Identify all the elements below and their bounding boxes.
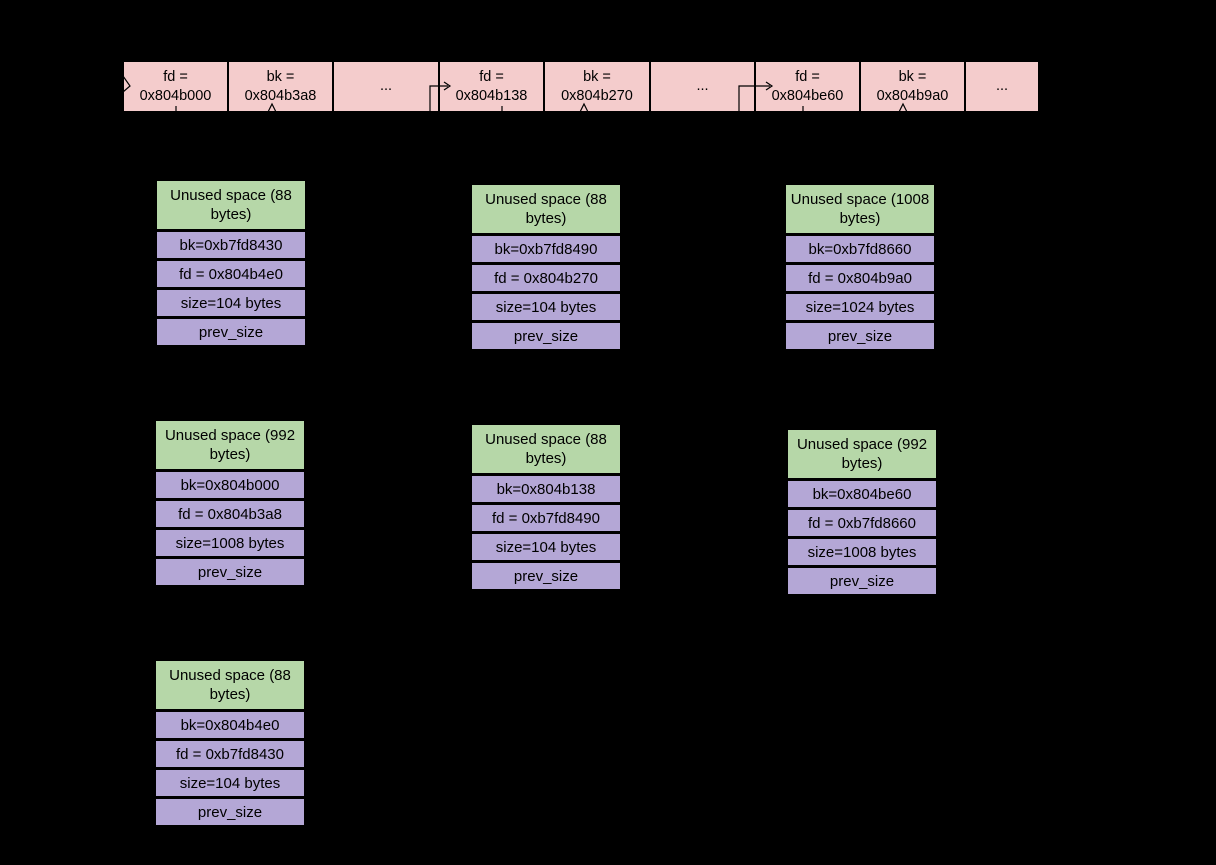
bin-cell-3: fd = 0x804b138	[439, 61, 544, 112]
chunk-size: size=104 bytes	[156, 289, 306, 317]
chunk-1: Unused space (88 bytes) bk=0xb7fd8490 fd…	[471, 184, 621, 351]
bin-cell-label: ...	[379, 78, 393, 94]
chunk-bk: bk=0xb7fd8490	[471, 235, 621, 263]
chunk-prev-size: prev_size	[471, 322, 621, 350]
chunk-unused-space: Unused space (88 bytes)	[155, 660, 305, 710]
chunk-5: Unused space (992 bytes) bk=0x804be60 fd…	[787, 429, 937, 596]
chunk-bk: bk=0x804be60	[787, 480, 937, 508]
bin-cell-value: 0x804b9a0	[876, 87, 949, 104]
chunk-prev-size: prev_size	[471, 562, 621, 590]
chunk-prev-size: prev_size	[155, 558, 305, 586]
chunk-prev-size: prev_size	[785, 322, 935, 350]
chunk-unused-space: Unused space (88 bytes)	[471, 184, 621, 234]
chunk-size: size=1008 bytes	[787, 538, 937, 566]
chunk-0: Unused space (88 bytes) bk=0xb7fd8430 fd…	[156, 180, 306, 347]
bin-cell-label: fd =	[795, 68, 820, 85]
chunk-prev-size: prev_size	[155, 798, 305, 826]
bin-cell-6: fd = 0x804be60	[755, 61, 860, 112]
chunk-fd: fd = 0xb7fd8430	[155, 740, 305, 768]
bin-cell-7: bk = 0x804b9a0	[860, 61, 965, 112]
chunk-bk: bk=0x804b138	[471, 475, 621, 503]
bin-cell-label: bk =	[583, 68, 611, 85]
bin-cell-label: ...	[995, 78, 1009, 94]
bin-cell-4: bk = 0x804b270	[544, 61, 650, 112]
bin-cell-2: ...	[333, 61, 439, 112]
chunk-bk: bk=0xb7fd8660	[785, 235, 935, 263]
chunk-bk: bk=0x804b000	[155, 471, 305, 499]
bin-cell-label: fd =	[163, 68, 188, 85]
bin-cell-value: 0x804b138	[455, 87, 528, 104]
chunk-bk: bk=0xb7fd8430	[156, 231, 306, 259]
chunk-prev-size: prev_size	[156, 318, 306, 346]
bin-cell-label: bk =	[898, 68, 927, 85]
chunk-fd: fd = 0x804b9a0	[785, 264, 935, 292]
chunk-size: size=1024 bytes	[785, 293, 935, 321]
bin-cell-5: ...	[650, 61, 755, 112]
chunk-unused-space: Unused space (992 bytes)	[787, 429, 937, 479]
bin-cell-label: ...	[696, 78, 709, 94]
chunk-size: size=104 bytes	[471, 293, 621, 321]
chunk-prev-size: prev_size	[787, 567, 937, 595]
chunk-unused-space: Unused space (88 bytes)	[156, 180, 306, 230]
bin-cell-8: ...	[965, 61, 1039, 112]
bin-cell-label: bk =	[266, 68, 295, 85]
chunk-4: Unused space (88 bytes) bk=0x804b138 fd …	[471, 424, 621, 591]
bin-cell-label: fd =	[479, 68, 504, 85]
chunk-unused-space: Unused space (88 bytes)	[471, 424, 621, 474]
chunk-fd: fd = 0xb7fd8660	[787, 509, 937, 537]
chunk-fd: fd = 0x804b270	[471, 264, 621, 292]
bin-cell-value: 0x804b3a8	[244, 87, 317, 104]
bin-cell-0: fd = 0x804b000	[123, 61, 228, 112]
chunk-3: Unused space (992 bytes) bk=0x804b000 fd…	[155, 420, 305, 587]
bin-cell-value: 0x804b270	[561, 87, 633, 104]
chunk-fd: fd = 0xb7fd8490	[471, 504, 621, 532]
chunk-size: size=1008 bytes	[155, 529, 305, 557]
chunk-size: size=104 bytes	[471, 533, 621, 561]
chunk-6: Unused space (88 bytes) bk=0x804b4e0 fd …	[155, 660, 305, 827]
chunk-unused-space: Unused space (1008 bytes)	[785, 184, 935, 234]
chunk-fd: fd = 0x804b4e0	[156, 260, 306, 288]
bin-cell-1: bk = 0x804b3a8	[228, 61, 333, 112]
chunk-fd: fd = 0x804b3a8	[155, 500, 305, 528]
chunk-unused-space: Unused space (992 bytes)	[155, 420, 305, 470]
chunk-bk: bk=0x804b4e0	[155, 711, 305, 739]
chunk-2: Unused space (1008 bytes) bk=0xb7fd8660 …	[785, 184, 935, 351]
bin-cell-value: 0x804b000	[139, 87, 212, 104]
chunk-size: size=104 bytes	[155, 769, 305, 797]
bin-cell-value: 0x804be60	[771, 87, 844, 104]
